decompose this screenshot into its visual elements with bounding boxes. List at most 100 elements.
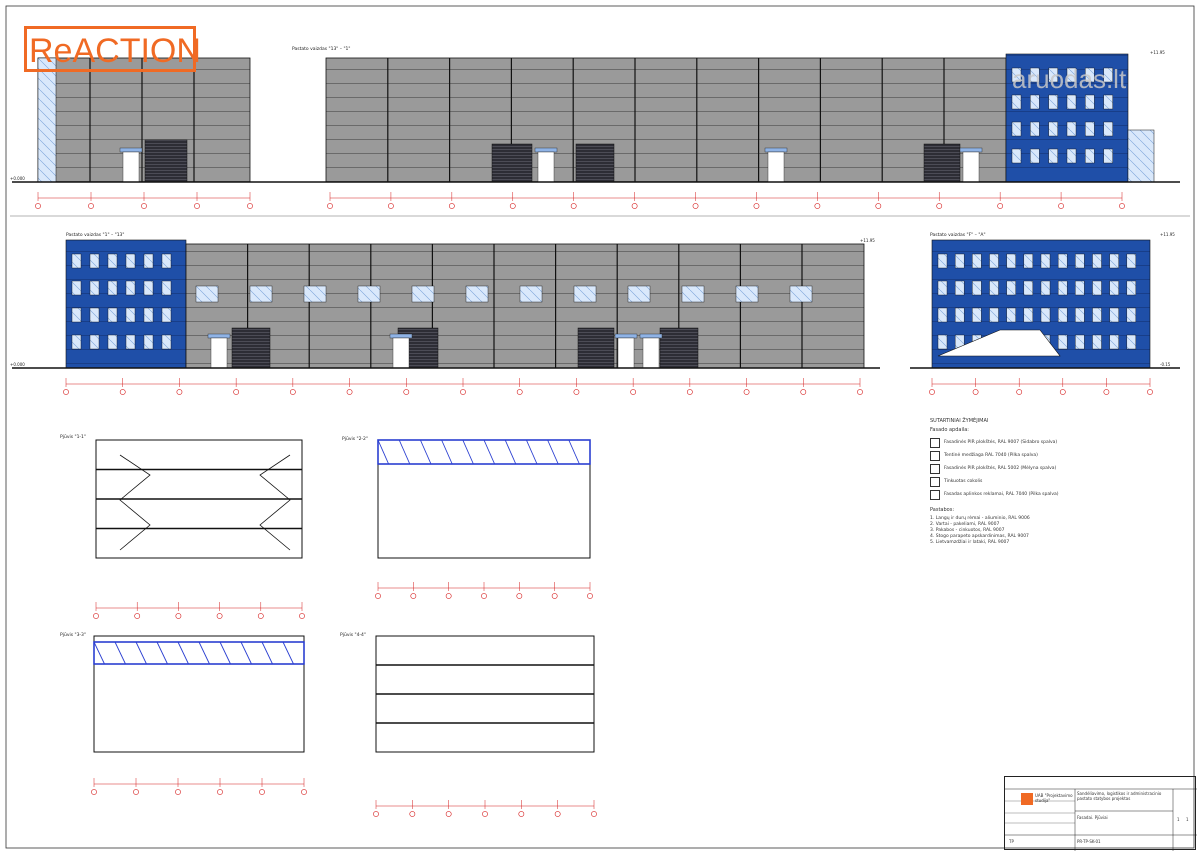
grid-axis-bubble bbox=[175, 789, 181, 795]
truss-diagonal bbox=[177, 641, 189, 665]
window bbox=[1103, 148, 1113, 164]
elevation-wall bbox=[185, 243, 865, 369]
stair-flight bbox=[119, 454, 151, 551]
external-stair bbox=[937, 329, 1061, 357]
window bbox=[1066, 67, 1077, 83]
window bbox=[1092, 280, 1102, 296]
grid-axis-bubble bbox=[573, 389, 580, 395]
grid-axis-bubble bbox=[91, 789, 97, 795]
legend-item: Tentinė medžiaga RAL 7040 (Pilka spalva) bbox=[930, 449, 1080, 462]
stage: TP bbox=[1009, 839, 1014, 844]
level-mark: +11.95 bbox=[1160, 232, 1175, 237]
truss-diagonal bbox=[240, 641, 252, 665]
loading-gate bbox=[577, 327, 615, 369]
window bbox=[1126, 280, 1137, 296]
truss-diagonal bbox=[483, 439, 496, 465]
sheet-number: 1 bbox=[1177, 817, 1180, 822]
window bbox=[1075, 253, 1085, 269]
window bbox=[1023, 280, 1034, 296]
window bbox=[1011, 148, 1022, 164]
grid-axis-bubble bbox=[570, 203, 577, 209]
sheet-border bbox=[5, 5, 1195, 849]
grid-axis-bubble bbox=[516, 593, 523, 599]
window bbox=[1075, 334, 1085, 350]
window bbox=[1048, 67, 1058, 83]
legend-item-text: Tentinė medžiaga RAL 7040 (Pilka spalva) bbox=[944, 453, 1038, 458]
glazed-entrance bbox=[1127, 129, 1155, 183]
grid-axis-bubble bbox=[445, 811, 452, 817]
window bbox=[71, 307, 82, 323]
clerestory-window bbox=[573, 285, 597, 303]
window bbox=[107, 253, 118, 269]
window bbox=[1075, 307, 1085, 323]
elevation-wall bbox=[37, 57, 251, 183]
grid-axis-bubble bbox=[259, 789, 265, 795]
truss-diagonal bbox=[377, 439, 390, 465]
window bbox=[1126, 307, 1137, 323]
entrance-canopy bbox=[534, 147, 558, 153]
window bbox=[1109, 253, 1119, 269]
grid-axis-bubble bbox=[591, 811, 597, 817]
legend-item-text: Fasadas aplinkos reklamai, RAL 7040 (Pil… bbox=[944, 492, 1059, 497]
window bbox=[989, 307, 999, 323]
grid-axis-bubble bbox=[175, 613, 182, 619]
window bbox=[1092, 334, 1102, 350]
window bbox=[107, 280, 118, 296]
window bbox=[89, 307, 100, 323]
clerestory-window bbox=[681, 285, 705, 303]
truss-diagonal bbox=[219, 641, 231, 665]
grid-axis-bubble bbox=[814, 203, 821, 209]
service-door bbox=[392, 337, 410, 369]
legend-item-text: Fasadinės PIR plokštės, RAL 9007 (Sidabr… bbox=[944, 440, 1058, 445]
grid-axis-bubble bbox=[346, 389, 353, 395]
entrance-canopy bbox=[207, 333, 231, 339]
loading-gate bbox=[144, 139, 188, 183]
company-name: UAB "Projektavimo studija" bbox=[1035, 793, 1073, 803]
window bbox=[1085, 94, 1095, 110]
window bbox=[1048, 148, 1058, 164]
project-name: Sandėliavimo, logistikos ir administraci… bbox=[1077, 791, 1162, 801]
window bbox=[937, 253, 948, 269]
service-door bbox=[962, 151, 980, 183]
clerestory-window bbox=[411, 285, 435, 303]
window bbox=[1023, 307, 1034, 323]
window bbox=[161, 280, 172, 296]
window bbox=[143, 280, 154, 296]
window bbox=[1092, 307, 1102, 323]
service-door bbox=[122, 151, 140, 183]
entrance-canopy bbox=[764, 147, 788, 153]
service-door bbox=[642, 337, 660, 369]
window bbox=[71, 253, 82, 269]
grid-axis-bubble bbox=[936, 203, 943, 209]
window bbox=[143, 334, 154, 350]
window bbox=[1066, 148, 1077, 164]
legend-subheader: Fasado apdaila: bbox=[930, 427, 969, 433]
grid-axis-bubble bbox=[388, 203, 394, 209]
window bbox=[1103, 94, 1113, 110]
window bbox=[107, 334, 118, 350]
truss-diagonal bbox=[504, 439, 517, 465]
grid-axis-bubble bbox=[997, 203, 1004, 209]
grid-axis-bubble bbox=[375, 593, 381, 599]
truss-diagonal bbox=[398, 439, 411, 465]
grid-axis-bubble bbox=[410, 593, 417, 599]
reaction-logo: ReACTION bbox=[24, 26, 201, 72]
clerestory-window bbox=[357, 285, 381, 303]
window bbox=[71, 334, 82, 350]
window bbox=[1066, 94, 1077, 110]
window bbox=[1006, 253, 1016, 269]
grid-axis-bubble bbox=[972, 389, 979, 395]
truss-diagonal bbox=[525, 439, 538, 465]
grid-axis-bubble bbox=[631, 203, 638, 209]
grid-axis-bubble bbox=[119, 389, 126, 395]
grid-axis-bubble bbox=[509, 203, 516, 209]
grid-axis-bubble bbox=[445, 593, 452, 599]
loading-gate bbox=[923, 143, 961, 183]
window bbox=[125, 334, 136, 350]
clerestory-window bbox=[627, 285, 651, 303]
grid-axis-bubble bbox=[686, 389, 693, 395]
clerestory-window bbox=[249, 285, 273, 303]
grid-axis-bubble bbox=[247, 203, 253, 209]
entrance-canopy bbox=[389, 333, 413, 339]
grid-axis-bubble bbox=[929, 389, 935, 395]
